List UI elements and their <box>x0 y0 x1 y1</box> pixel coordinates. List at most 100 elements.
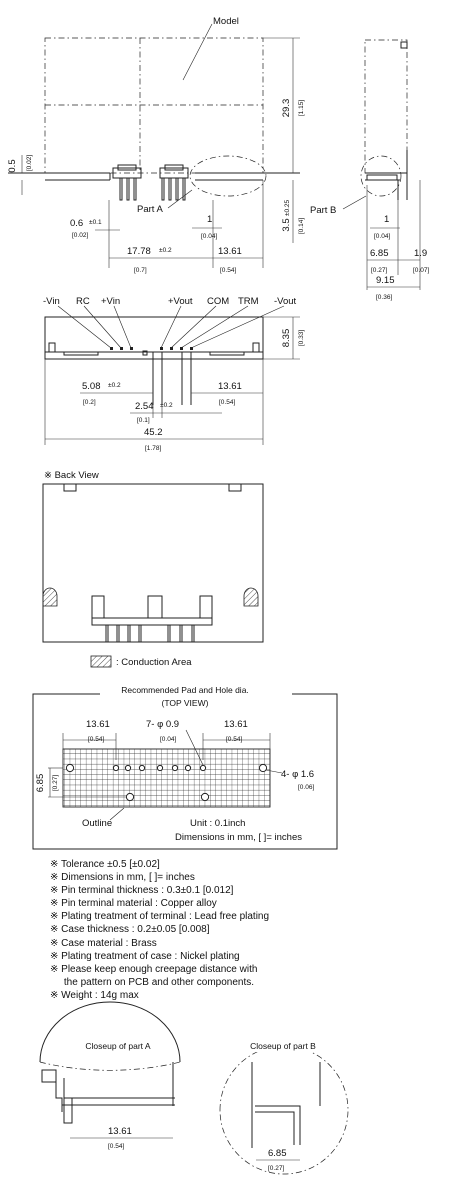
note-tolerance: ※ Tolerance ±0.5 [±0.02] <box>50 859 160 870</box>
left-gap-inch: [0.02] <box>26 155 33 171</box>
pin-label-plus-vin: +Vin <box>101 296 120 307</box>
side-w1-inch: [0.27] <box>371 267 387 274</box>
height-value: 29.3 <box>281 99 292 118</box>
pad-title: Recommended Pad and Hole dia. <box>121 685 249 695</box>
closeup-b-value: 6.85 <box>268 1148 287 1159</box>
pad-height-inch: [0.27] <box>52 775 59 791</box>
pad-holes-value: 7- φ 0.9 <box>146 719 179 730</box>
back-pins <box>105 624 195 643</box>
pad-right-inch: [0.54] <box>226 736 242 743</box>
pin-label-rc: RC <box>76 296 90 307</box>
pad-inch: [0.04] <box>201 233 217 240</box>
pitch-a-inch: [0.2] <box>83 399 96 406</box>
note-pin-thickness: ※ Pin terminal thickness : 0.3±0.1 [0.01… <box>50 885 234 897</box>
pin-length-tol: ±0.25 <box>284 200 291 217</box>
pin-length-value: 3.5 <box>281 218 292 231</box>
pad-left-inch: [0.54] <box>88 736 104 743</box>
pad-right-value: 13.61 <box>224 719 248 730</box>
span-right-inch: [0.54] <box>220 267 236 274</box>
conduction-area-left <box>42 587 58 607</box>
pin-width-inch: [0.02] <box>72 232 88 239</box>
note-terminal-plating: ※ Plating treatment of terminal : Lead f… <box>50 911 270 923</box>
note-case-thickness: ※ Case thickness : 0.2±0.05 [0.008] <box>50 924 210 936</box>
span-right-value: 13.61 <box>218 246 242 257</box>
mount-holes-inch: [0.06] <box>298 784 314 791</box>
conduction-area-right <box>243 587 259 607</box>
pin-width-tol: ±0.1 <box>89 219 102 226</box>
pin-label-trm: TRM <box>238 296 259 307</box>
closeup-b: Closeup of part B 6.85 [0.27] <box>219 1040 349 1175</box>
pitch-a-value: 5.08 <box>82 381 101 392</box>
dims-note: Dimensions in mm, [ ]= inches <box>175 832 302 843</box>
pin-length-inch: [0.14] <box>298 218 305 234</box>
back-view: ※ Back View : Conduction Area <box>42 470 264 668</box>
part-a-highlight <box>189 155 267 197</box>
unit-note: Unit : 0.1inch <box>190 818 245 829</box>
side-w2-value: 1.9 <box>414 248 427 259</box>
side-pad-inch: [0.04] <box>374 233 390 240</box>
pins <box>119 177 186 201</box>
pad-layout: Recommended Pad and Hole dia. (TOP VIEW)… <box>32 684 338 850</box>
closeup-a-value: 13.61 <box>108 1126 132 1137</box>
part-b-label: Part B <box>310 205 336 216</box>
closeup-a-title: Closeup of part A <box>85 1041 151 1051</box>
side-total-value: 9.15 <box>376 275 395 286</box>
side-w1-value: 6.85 <box>370 248 389 259</box>
side-pad-value: 1 <box>384 214 389 225</box>
pin-label-minus-vin: -Vin <box>43 296 60 307</box>
pad-subtitle: (TOP VIEW) <box>162 698 209 708</box>
note-case-material: ※ Case material : Brass <box>50 937 157 949</box>
front-body <box>44 316 264 360</box>
front-span-value: 13.61 <box>218 381 242 392</box>
model-label: Model <box>213 16 239 27</box>
closeup-a: Closeup of part A 13.61 [0.54] <box>39 1001 181 1150</box>
left-gap-value: 0.5 <box>7 159 18 172</box>
top-view: Model 29.3 [1.15] 0.5 [0.02] 0.6 ±0.1 [0… <box>7 16 305 274</box>
pad-value: 1 <box>207 214 212 225</box>
front-height-inch: [0.33] <box>298 330 305 346</box>
note-creepage-cont: the pattern on PCB and other components. <box>50 976 255 988</box>
back-body <box>42 483 264 643</box>
height-inch: [1.15] <box>298 100 305 116</box>
conduction-legend-swatch <box>90 655 112 668</box>
back-view-title: ※ Back View <box>44 470 99 481</box>
pin-label-minus-vout: -Vout <box>274 296 297 307</box>
part-a-label: Part A <box>137 204 164 215</box>
pad-holes-inch: [0.04] <box>160 736 176 743</box>
note-case-plating: ※ Plating treatment of case : Nickel pla… <box>50 950 240 962</box>
side-total-inch: [0.36] <box>376 294 392 301</box>
front-span-inch: [0.54] <box>219 399 235 406</box>
pad-grid <box>62 748 271 808</box>
span-left-tol: ±0.2 <box>159 247 172 254</box>
pin-label-plus-vout: +Vout <box>168 296 193 307</box>
module-outline <box>44 37 264 174</box>
span-left-value: 17.78 <box>127 246 151 257</box>
pitch-b-inch: [0.1] <box>137 417 150 424</box>
mount-holes-value: 4- φ 1.6 <box>281 769 314 780</box>
note-pin-material: ※ Pin terminal material : Copper alloy <box>50 898 217 910</box>
pin-width-value: 0.6 <box>70 218 83 229</box>
pin-leaders <box>57 305 285 349</box>
pitch-a-tol: ±0.2 <box>108 382 121 389</box>
back-connector <box>91 595 213 619</box>
front-view: -Vin RC +Vin +Vout COM TRM -Vout 8.35 [0… <box>43 296 305 452</box>
front-width-inch: [1.78] <box>145 445 161 452</box>
note-weight: ※ Weight : 14g max <box>50 989 139 1001</box>
front-width-value: 45.2 <box>144 427 163 438</box>
front-height-value: 8.35 <box>281 329 292 348</box>
pad-height-value: 6.85 <box>35 774 46 793</box>
closeup-b-inch: [0.27] <box>268 1165 284 1172</box>
conduction-legend-label: : Conduction Area <box>116 657 192 668</box>
pad-left-value: 13.61 <box>86 719 110 730</box>
closeup-a-inch: [0.54] <box>108 1143 124 1150</box>
span-left-inch: [0.7] <box>134 267 147 274</box>
pin-markers <box>110 347 193 356</box>
pad-holes <box>112 764 207 772</box>
side-view: Part B 1 [0.04] 6.85 [0.27] 1.9 [0.07] 9… <box>310 39 429 301</box>
outline-label: Outline <box>82 818 112 829</box>
spec-notes: ※ Tolerance ±0.5 [±0.02] ※ Dimensions in… <box>50 858 269 1002</box>
note-dimensions: ※ Dimensions in mm, [ ]= inches <box>50 872 195 884</box>
pitch-b-tol: ±0.2 <box>160 402 173 409</box>
part-b-highlight <box>360 155 402 197</box>
